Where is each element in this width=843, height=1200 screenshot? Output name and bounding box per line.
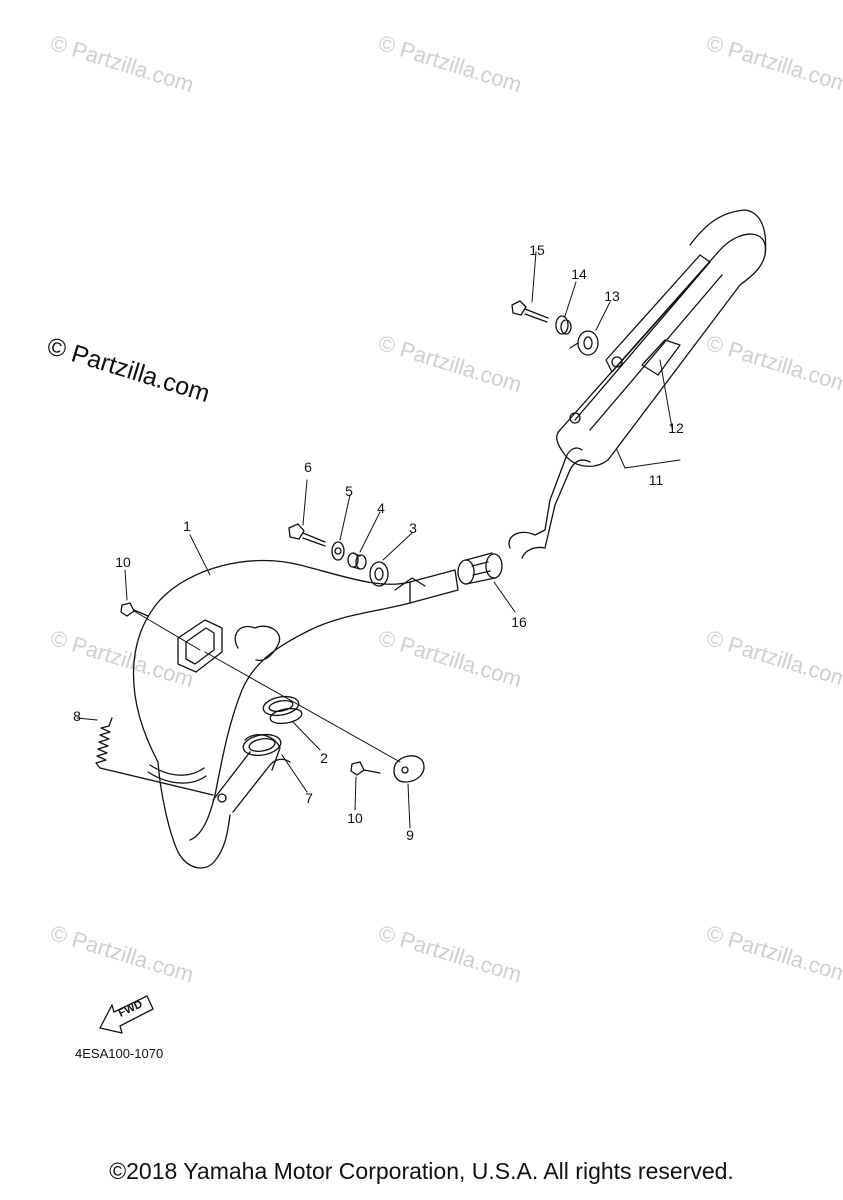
callout-10-upper: 10 (115, 554, 131, 570)
seal-ring-part-7 (242, 695, 300, 771)
washer-part-5 (331, 541, 345, 561)
bolt-part-6 (288, 523, 326, 547)
bolt-part-15 (511, 300, 549, 323)
callout-11: 11 (648, 472, 664, 488)
callout-9: 9 (406, 827, 414, 843)
damper-part-13 (569, 330, 599, 356)
silencer-part-11 (508, 209, 767, 559)
gasket-part-2 (269, 707, 303, 725)
callout-7: 7 (305, 790, 313, 806)
bracket-part-9 (204, 651, 425, 783)
exhaust-pipe-part-1 (132, 559, 459, 869)
fwd-arrow (99, 995, 154, 1034)
copyright-notice: ©2018 Yamaha Motor Corporation, U.S.A. A… (109, 1158, 734, 1184)
callout-12: 12 (668, 420, 684, 436)
callout-15: 15 (529, 242, 545, 258)
callout-16: 16 (511, 614, 527, 630)
callout-3: 3 (409, 520, 417, 536)
collar-part-4 (347, 552, 367, 570)
bolt-part-10-upper (120, 602, 201, 651)
callout-13: 13 (604, 288, 620, 304)
callout-6: 6 (304, 459, 312, 475)
bolt-part-10-lower (350, 761, 381, 776)
damper-part-3 (369, 561, 389, 587)
callout-8: 8 (73, 708, 81, 724)
joint-part-16 (457, 552, 503, 585)
callout-10-lower: 10 (347, 810, 363, 826)
callout-1: 1 (183, 518, 191, 534)
flange-bracket (177, 619, 223, 673)
callout-14: 14 (571, 266, 587, 282)
diagram-code: 4ESA100-1070 (75, 1046, 164, 1061)
leader-lines (76, 251, 681, 829)
spring-part-8 (95, 717, 227, 803)
collar-part-14 (555, 315, 572, 335)
callout-2: 2 (320, 750, 328, 766)
callout-5: 5 (345, 483, 353, 499)
callout-4: 4 (377, 500, 385, 516)
